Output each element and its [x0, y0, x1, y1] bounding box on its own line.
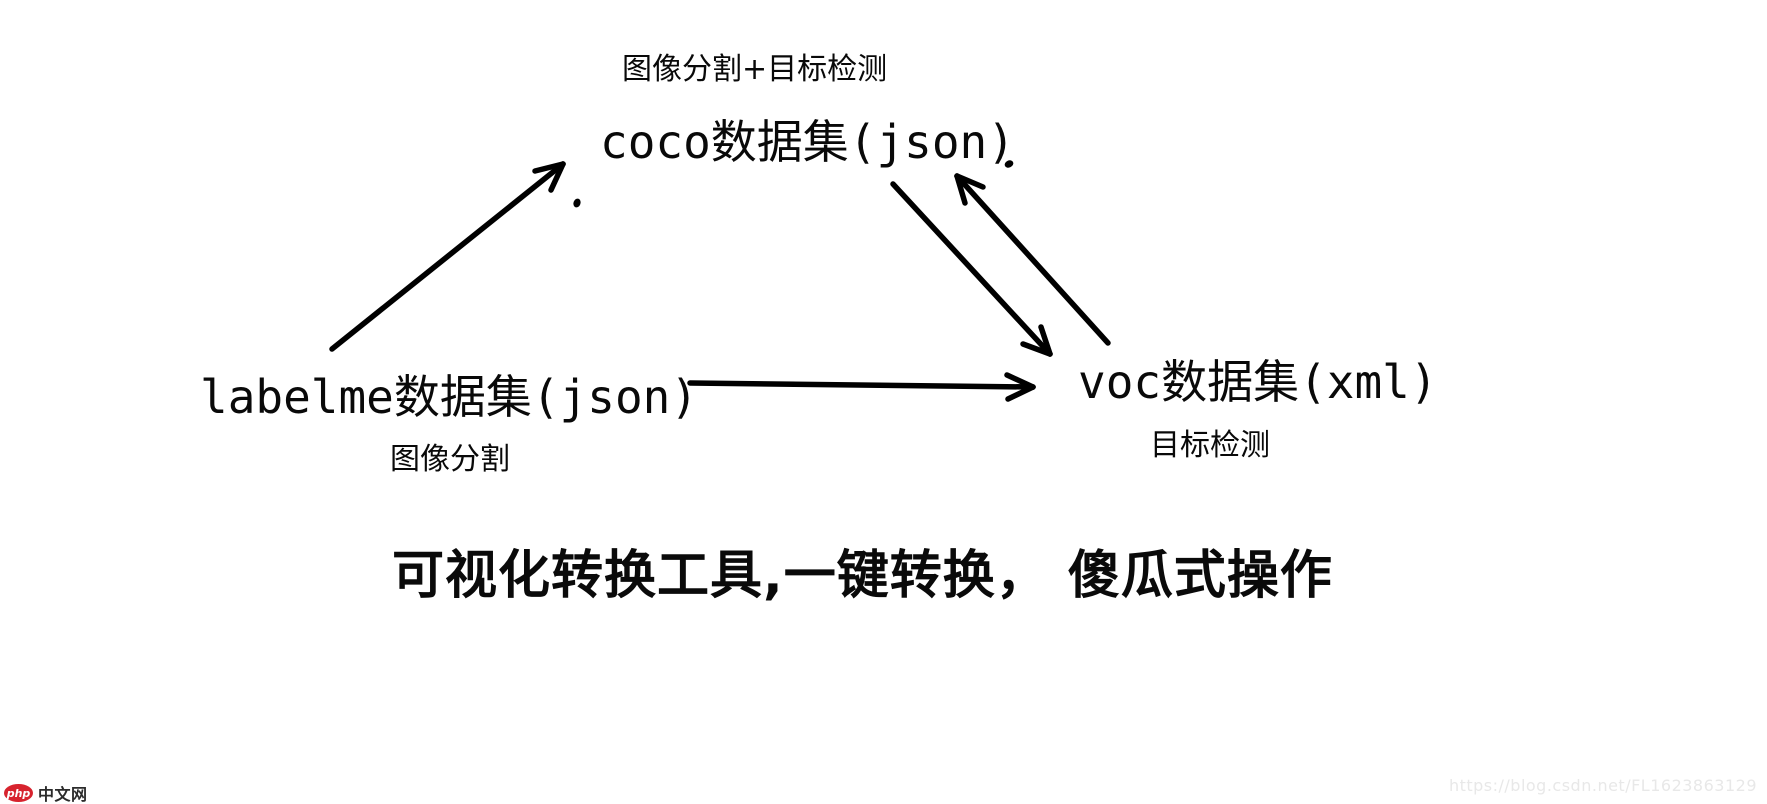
php-logo-icon: php	[4, 784, 33, 802]
coco-annotation: 图像分割+目标检测	[622, 52, 888, 87]
php-cn-watermark: php 中文网	[4, 783, 88, 804]
voc-annotation: 目标检测	[1150, 428, 1270, 463]
caption: 可视化转换工具,一键转换， 傻瓜式操作	[392, 546, 1333, 606]
arrow-labelme-to-coco	[329, 161, 566, 352]
node-coco: coco数据集(json)	[600, 115, 1015, 169]
csdn-url-watermark: https://blog.csdn.net/FL1623863129	[1448, 776, 1757, 795]
labelme-annotation: 图像分割	[390, 442, 510, 477]
node-voc: voc数据集(xml)	[1078, 355, 1438, 409]
node-labelme: labelme数据集(json)	[200, 370, 699, 424]
arrow-voc-to-coco	[954, 173, 1111, 346]
php-site-label: 中文网	[38, 785, 88, 804]
arrow-labelme-to-voc	[687, 372, 1036, 402]
arrow-coco-to-voc	[890, 181, 1053, 357]
ink-dot	[573, 198, 581, 208]
